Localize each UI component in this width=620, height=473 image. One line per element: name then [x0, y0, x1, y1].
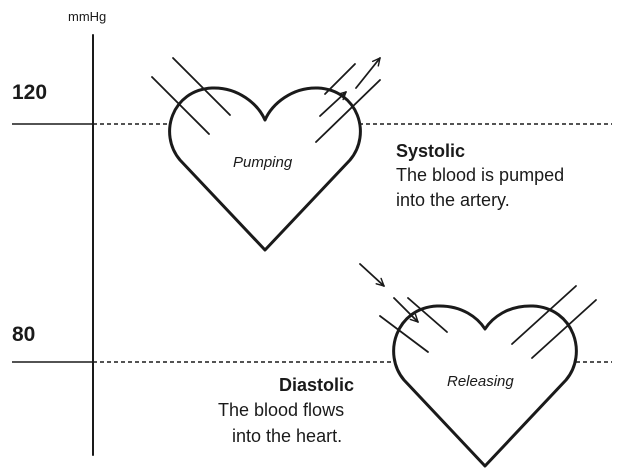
tick-label-80: 80	[12, 323, 36, 346]
pumping-vessels	[151, 57, 381, 143]
inflow-arrows	[359, 263, 419, 323]
diastolic-title: Diastolic	[279, 375, 355, 395]
systolic-title: Systolic	[396, 141, 466, 161]
tick-label-120: 120	[12, 81, 48, 104]
systolic-description-line-2: into the artery.	[396, 190, 510, 210]
releasing-vessels	[379, 285, 597, 359]
outflow-arrows	[319, 57, 381, 117]
pumping-heart	[168, 86, 362, 252]
systolic-description-line-1: The blood is pumped	[396, 165, 565, 185]
y-axis-unit: mmHg	[68, 9, 107, 24]
releasing-label: Releasing	[447, 373, 514, 390]
releasing-heart	[392, 304, 578, 468]
diastolic-description-line-2: into the heart.	[232, 426, 343, 446]
diastolic-description-line-1: The blood flows	[218, 400, 345, 420]
pumping-label: Pumping	[233, 154, 293, 171]
